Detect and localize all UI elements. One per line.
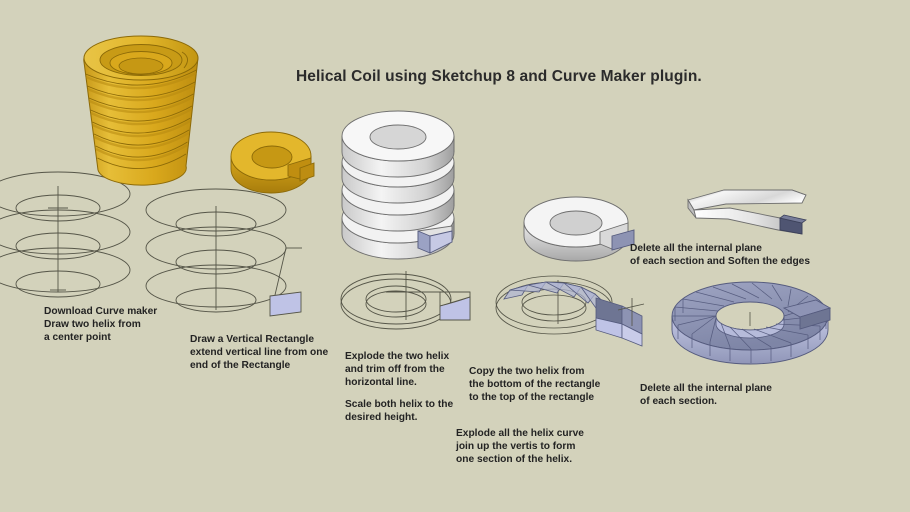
blue-end-face (417, 225, 453, 254)
blue-half-rectangle (439, 291, 471, 321)
figure-white-helical-coil (334, 110, 489, 268)
caption-explode-and-trim: Explode the two helix and trim off from … (345, 351, 450, 389)
figure-faceted-partial-ring (492, 268, 652, 352)
figure-white-single-turn (518, 192, 648, 270)
figure-gold-single-turn (228, 128, 328, 200)
figure-wireframe-helix-rectangle (134, 188, 309, 323)
page-title: Helical Coil using Sketchup 8 and Curve … (296, 68, 702, 85)
caption-copy-two-helix: Copy the two helix from the bottom of th… (469, 366, 601, 404)
figure-faceted-torus (664, 268, 846, 368)
figure-white-flat-helix (684, 178, 814, 250)
figure-wireframe-flat-rings (338, 268, 490, 346)
caption-scale-helix: Scale both helix to the desired height. (345, 399, 454, 424)
caption-draw-vertical-rectangle: Draw a Vertical Rectangle extend vertica… (190, 334, 329, 372)
caption-download-curve-maker: Download Curve maker Draw two helix from… (44, 306, 158, 344)
blue-rectangle-marker (269, 291, 302, 317)
figure-wireframe-helix-pair (0, 171, 150, 302)
caption-delete-internal-plane-soften: Delete all the internal plane of each se… (630, 243, 811, 268)
figure-gold-helical-coil (72, 24, 212, 186)
caption-explode-join-vertis: Explode all the helix curve join up the … (456, 428, 584, 466)
caption-delete-internal-plane: Delete all the internal plane of each se… (640, 383, 772, 408)
